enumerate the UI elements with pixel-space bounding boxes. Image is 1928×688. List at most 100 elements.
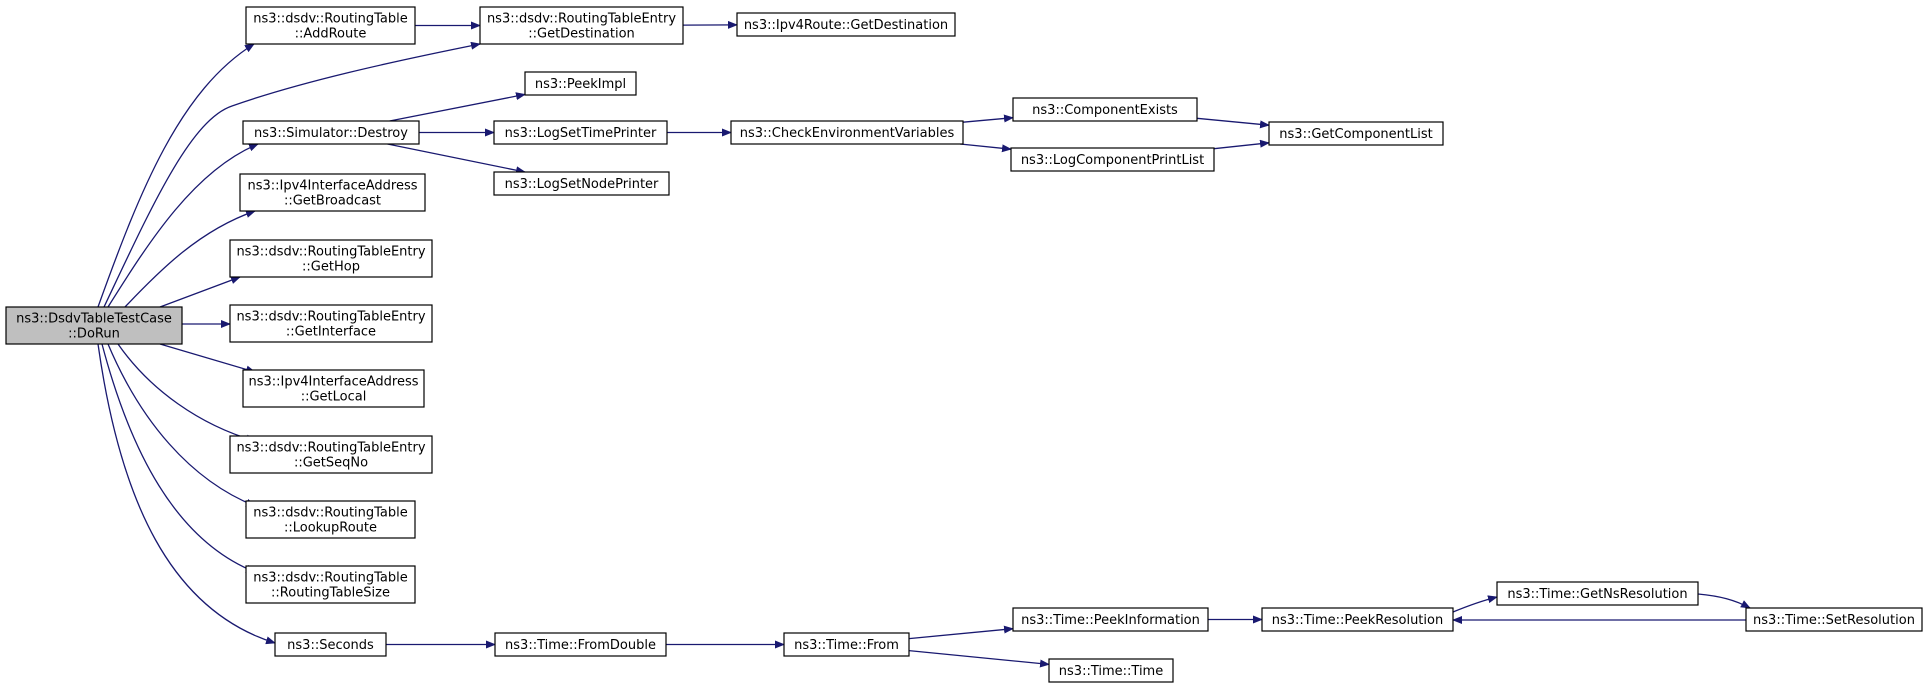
node-root[interactable]: ns3::DsdvTableTestCase::DoRun bbox=[5, 306, 183, 345]
node-simDestroy[interactable]: ns3::Simulator::Destroy bbox=[242, 120, 420, 145]
node-label: ::RoutingTableSize bbox=[271, 586, 390, 601]
node-box bbox=[730, 120, 964, 145]
edge-root-to-seconds bbox=[97, 343, 276, 645]
node-label: ns3::dsdv::RoutingTable bbox=[253, 571, 408, 586]
node-label: ::GetSeqNo bbox=[294, 456, 368, 471]
node-label: ::GetBroadcast bbox=[284, 194, 381, 209]
node-label: ns3::Time::PeekInformation bbox=[1021, 613, 1200, 628]
node-box bbox=[245, 6, 416, 45]
node-label: ns3::Simulator::Destroy bbox=[254, 126, 408, 141]
node-box bbox=[1496, 581, 1699, 606]
edge-root-to-getBroadcast bbox=[124, 210, 256, 308]
node-box bbox=[1010, 147, 1215, 172]
node-box bbox=[736, 12, 956, 37]
node-label: ns3::dsdv::RoutingTableEntry bbox=[236, 245, 425, 260]
node-box bbox=[524, 71, 637, 96]
node-box bbox=[274, 632, 387, 657]
node-label: ns3::dsdv::RoutingTable bbox=[253, 506, 408, 521]
node-seconds[interactable]: ns3::Seconds bbox=[274, 632, 387, 657]
node-timeTime[interactable]: ns3::Time::Time bbox=[1048, 658, 1174, 683]
node-logCompPrint[interactable]: ns3::LogComponentPrintList bbox=[1010, 147, 1215, 172]
node-fromDouble[interactable]: ns3::Time::FromDouble bbox=[494, 632, 667, 657]
edge-root-to-rteGetDest bbox=[103, 41, 481, 308]
node-timeFrom[interactable]: ns3::Time::From bbox=[783, 632, 910, 657]
node-getNsRes[interactable]: ns3::Time::GetNsResolution bbox=[1496, 581, 1699, 606]
node-label: ::GetHop bbox=[302, 260, 360, 275]
edge-checkEnv-to-compExists bbox=[962, 114, 1014, 123]
node-rteGetDest[interactable]: ns3::dsdv::RoutingTableEntry::GetDestina… bbox=[479, 6, 684, 45]
node-label: ns3::dsdv::RoutingTableEntry bbox=[236, 310, 425, 325]
node-label: ns3::Ipv4InterfaceAddress bbox=[247, 179, 417, 194]
node-box bbox=[1048, 658, 1174, 683]
node-box bbox=[1268, 121, 1444, 146]
node-label: ns3::Time::SetResolution bbox=[1753, 613, 1915, 628]
node-label: ns3::DsdvTableTestCase bbox=[16, 312, 172, 327]
nodes-layer: ns3::DsdvTableTestCase::DoRunns3::dsdv::… bbox=[5, 6, 1923, 683]
edge-timeFrom-to-peekInfo bbox=[908, 625, 1014, 640]
node-logNodePrinter[interactable]: ns3::LogSetNodePrinter bbox=[493, 171, 670, 196]
node-label: ns3::Ipv4InterfaceAddress bbox=[248, 375, 418, 390]
node-box bbox=[245, 500, 416, 539]
node-label: ns3::LogSetNodePrinter bbox=[505, 177, 659, 192]
node-box bbox=[229, 239, 433, 278]
edge-compExists-to-getCompList bbox=[1196, 117, 1270, 129]
node-label: ns3::Time::PeekResolution bbox=[1272, 613, 1443, 628]
node-label: ns3::Ipv4Route::GetDestination bbox=[744, 18, 948, 33]
node-label: ns3::LogComponentPrintList bbox=[1021, 153, 1204, 168]
node-box bbox=[229, 304, 433, 343]
node-box bbox=[242, 120, 420, 145]
node-getCompList[interactable]: ns3::GetComponentList bbox=[1268, 121, 1444, 146]
edge-root-to-lookupRoute bbox=[107, 343, 256, 507]
node-label: ns3::Time::FromDouble bbox=[505, 638, 656, 653]
node-getLocal[interactable]: ns3::Ipv4InterfaceAddress::GetLocal bbox=[242, 369, 425, 408]
node-getHop[interactable]: ns3::dsdv::RoutingTableEntry::GetHop bbox=[229, 239, 433, 278]
node-label: ns3::dsdv::RoutingTableEntry bbox=[487, 12, 676, 27]
node-ipv4RouteDest[interactable]: ns3::Ipv4Route::GetDestination bbox=[736, 12, 956, 37]
node-box bbox=[1261, 607, 1454, 632]
node-getBroadcast[interactable]: ns3::Ipv4InterfaceAddress::GetBroadcast bbox=[239, 173, 426, 212]
node-getInterface[interactable]: ns3::dsdv::RoutingTableEntry::GetInterfa… bbox=[229, 304, 433, 343]
edge-checkEnv-to-logCompPrint bbox=[960, 143, 1012, 153]
node-box bbox=[1012, 607, 1209, 632]
node-label: ns3::LogSetTimePrinter bbox=[505, 126, 657, 141]
node-label: ns3::PeekImpl bbox=[535, 77, 626, 92]
edge-root-to-addRoute bbox=[97, 43, 255, 308]
node-compExists[interactable]: ns3::ComponentExists bbox=[1012, 97, 1198, 122]
node-label: ::LookupRoute bbox=[284, 521, 377, 536]
node-label: ::DoRun bbox=[68, 327, 120, 342]
edge-timeFrom-to-timeTime bbox=[908, 649, 1050, 668]
edge-logCompPrint-to-getCompList bbox=[1213, 139, 1270, 150]
node-lookupRoute[interactable]: ns3::dsdv::RoutingTable::LookupRoute bbox=[245, 500, 416, 539]
node-label: ::AddRoute bbox=[295, 27, 367, 42]
node-box bbox=[479, 6, 684, 45]
edge-root-to-getHop bbox=[159, 276, 241, 308]
node-checkEnv[interactable]: ns3::CheckEnvironmentVariables bbox=[730, 120, 964, 145]
node-box bbox=[1012, 97, 1198, 122]
edge-root-to-rtSize bbox=[101, 343, 256, 573]
node-box bbox=[239, 173, 426, 212]
node-label: ns3::GetComponentList bbox=[1279, 127, 1432, 142]
node-label: ns3::Time::Time bbox=[1059, 664, 1163, 679]
node-label: ns3::Seconds bbox=[287, 638, 374, 653]
node-box bbox=[494, 632, 667, 657]
edge-root-to-getLocal bbox=[159, 343, 256, 374]
node-rtSize[interactable]: ns3::dsdv::RoutingTable::RoutingTableSiz… bbox=[245, 565, 416, 604]
node-setRes[interactable]: ns3::Time::SetResolution bbox=[1745, 607, 1923, 632]
node-peekInfo[interactable]: ns3::Time::PeekInformation bbox=[1012, 607, 1209, 632]
node-label: ::GetInterface bbox=[286, 325, 376, 340]
edge-getNsRes-to-setRes bbox=[1697, 593, 1751, 609]
node-peekRes[interactable]: ns3::Time::PeekResolution bbox=[1261, 607, 1454, 632]
node-box bbox=[493, 120, 668, 145]
node-label: ns3::dsdv::RoutingTable bbox=[253, 12, 408, 27]
edge-simDestroy-to-peekImpl bbox=[389, 92, 526, 122]
node-label: ns3::Time::From bbox=[794, 638, 899, 653]
node-peekImpl[interactable]: ns3::PeekImpl bbox=[524, 71, 637, 96]
node-logTimePrinter[interactable]: ns3::LogSetTimePrinter bbox=[493, 120, 668, 145]
node-label: ns3::Time::GetNsResolution bbox=[1507, 587, 1687, 602]
node-label: ns3::CheckEnvironmentVariables bbox=[740, 126, 955, 141]
node-box bbox=[242, 369, 425, 408]
edge-peekRes-to-getNsRes bbox=[1452, 595, 1498, 613]
node-getSeqNo[interactable]: ns3::dsdv::RoutingTableEntry::GetSeqNo bbox=[229, 435, 433, 474]
node-addRoute[interactable]: ns3::dsdv::RoutingTable::AddRoute bbox=[245, 6, 416, 45]
